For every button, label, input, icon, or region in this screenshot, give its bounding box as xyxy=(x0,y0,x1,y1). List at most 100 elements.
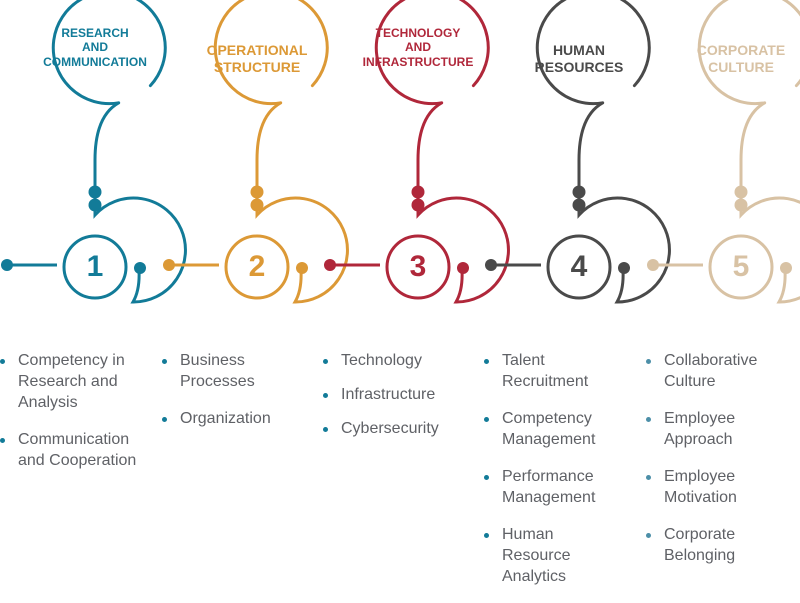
bullet-text-line: Performance xyxy=(502,468,594,485)
stem-line xyxy=(739,101,766,204)
spiral-end-dot xyxy=(457,262,469,274)
column-title-line: COMMUNICATION xyxy=(43,54,147,69)
spiral-end-dot xyxy=(780,262,792,274)
bullet-dot xyxy=(0,438,5,443)
bullet-dot xyxy=(646,533,651,538)
step-number: 3 xyxy=(409,250,427,283)
bullet-text-line: Technology xyxy=(341,352,422,369)
bullet-text-line: Collaborative xyxy=(664,352,758,369)
stem-dot xyxy=(411,185,425,199)
bullet-dot xyxy=(484,533,489,538)
connector-dot xyxy=(324,259,336,271)
bullet-text-line: and Cooperation xyxy=(18,452,137,469)
step-number: 1 xyxy=(86,250,104,283)
bullet-text-line: Employee xyxy=(664,410,736,427)
bullet-text-line: Business xyxy=(180,352,245,369)
bullet-text-line: Management xyxy=(502,489,596,506)
bullet-dot xyxy=(646,359,651,364)
bullet-text-line: Cybersecurity xyxy=(341,420,439,437)
spiral-end-dot xyxy=(134,262,146,274)
column-title-line: CORPORATE xyxy=(696,42,786,58)
number-ring xyxy=(546,234,612,300)
bullet-text-line: Talent xyxy=(502,352,545,369)
bullet-text-line: Analytics xyxy=(502,568,567,585)
bullet-text-line: Human xyxy=(502,526,554,543)
stem-line xyxy=(93,101,120,204)
connector-dot xyxy=(485,259,497,271)
spiral-outer-arc xyxy=(577,196,671,304)
bullet-text-line: Research and xyxy=(18,373,118,390)
column-title-line: RESEARCH xyxy=(61,26,129,40)
head-circle xyxy=(535,0,651,106)
number-ring xyxy=(385,234,451,300)
head-circle xyxy=(697,0,800,106)
bullet-item: Organization xyxy=(162,408,271,429)
bullet-item: Technology xyxy=(323,350,439,371)
spiral-outer-arc xyxy=(93,196,187,304)
step-number: 5 xyxy=(732,250,750,283)
bullet-dot xyxy=(323,427,328,432)
number-ring xyxy=(224,234,290,300)
stem-line xyxy=(416,101,443,204)
bullet-dot xyxy=(484,475,489,480)
bullet-text-line: Analysis xyxy=(18,394,78,411)
column-title-line: CULTURE xyxy=(708,58,774,75)
column-title-line: HUMAN xyxy=(552,42,606,58)
head-circle xyxy=(51,0,167,106)
bullet-item: Cybersecurity xyxy=(323,418,439,439)
connector-dot xyxy=(647,259,659,271)
bullet-text-line: Competency in xyxy=(18,352,125,369)
column-title-line: INFRASTRUCTURE xyxy=(362,54,474,69)
head-circle xyxy=(374,0,490,106)
bullet-text-line: Resource xyxy=(502,547,571,564)
number-ring xyxy=(708,234,774,300)
spiral-outer-arc xyxy=(416,196,510,304)
stem-dot xyxy=(250,185,264,199)
head-circle xyxy=(213,0,329,106)
bullet-dot xyxy=(323,393,328,398)
bullet-dot xyxy=(162,417,167,422)
column-title-line: TECHNOLOGY xyxy=(375,26,461,40)
bullet-dot xyxy=(484,417,489,422)
column-title-line: AND xyxy=(82,40,108,55)
spiral-outer-arc xyxy=(739,196,800,304)
step-number: 2 xyxy=(248,250,266,283)
step-number: 4 xyxy=(570,250,588,283)
bullet-text-line: Approach xyxy=(664,431,733,448)
bullet-text-line: Culture xyxy=(664,373,716,390)
stem-line xyxy=(255,101,282,204)
bullet-dot xyxy=(646,417,651,422)
bullet-text-line: Processes xyxy=(180,373,255,390)
column-title-line: STRUCTURE xyxy=(213,58,301,75)
stem-dot xyxy=(572,185,586,199)
bullet-dot xyxy=(0,359,5,364)
bullet-text-line: Infrastructure xyxy=(341,386,436,403)
number-ring xyxy=(62,234,128,300)
bullet-text-line: Competency xyxy=(502,410,592,427)
connector-dot xyxy=(163,259,175,271)
connector-dot xyxy=(1,259,13,271)
spiral-end-dot xyxy=(296,262,308,274)
bullet-text-line: Management xyxy=(502,431,596,448)
bullet-text-line: Corporate xyxy=(664,526,736,543)
bullet-text-line: Recruitment xyxy=(502,373,589,390)
